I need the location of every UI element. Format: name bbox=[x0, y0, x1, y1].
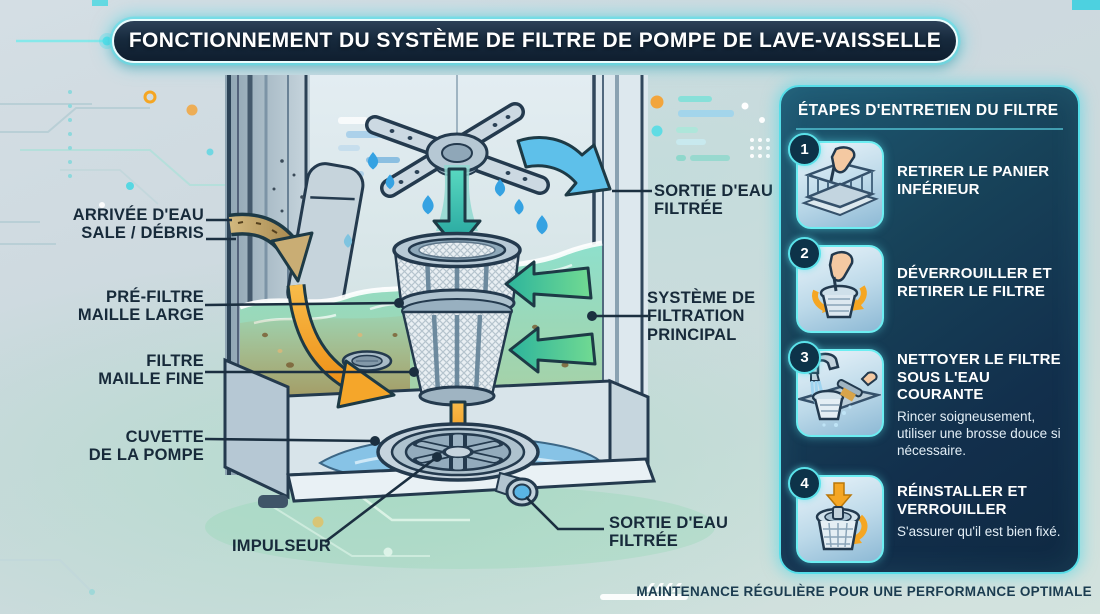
label-main-filtration: SYSTÈME DE FILTRATION PRINCIPAL bbox=[647, 289, 756, 344]
footer-divider bbox=[600, 594, 688, 600]
step-title: DÉVERROUILLER ET RETIRER LE FILTRE bbox=[897, 265, 1052, 300]
footer-tagline: MAINTENANCE RÉGULIÈRE POUR UNE PERFORMAN… bbox=[636, 584, 1092, 599]
leader-lines bbox=[204, 189, 652, 544]
impeller-disc bbox=[412, 432, 504, 472]
step-title: RETIRER LE PANIER INFÉRIEUR bbox=[897, 163, 1050, 198]
label-impeller: IMPULSEUR bbox=[232, 537, 331, 555]
label-pre-filter: PRÉ-FILTRE MAILLE LARGE bbox=[77, 288, 204, 325]
label-fine-filter: FILTRE MAILLE FINE bbox=[98, 352, 204, 389]
dishwasher-cutaway-illustration bbox=[204, 75, 715, 569]
label-dirty-water-inlet: ARRIVÉE D'EAU SALE / DÉBRIS bbox=[72, 206, 204, 243]
hand-basket-icon bbox=[796, 141, 884, 229]
maintenance-steps-panel: ÉTAPES D'ENTRETIEN DU FILTRE 1 bbox=[779, 85, 1080, 574]
filter-basket-mesh bbox=[392, 231, 522, 407]
floor-glow bbox=[205, 485, 715, 569]
maintenance-step-2: 2 DÉVERROUILLER ET RE bbox=[788, 237, 1063, 333]
step-title: NETTOYER LE FILTRE SOUS L'EAU COURANTE bbox=[897, 351, 1061, 404]
drain-cover bbox=[341, 350, 393, 372]
blue-outlet-arrow bbox=[516, 136, 612, 197]
step-number-badge: 3 bbox=[788, 341, 821, 374]
interior-panel bbox=[286, 162, 365, 315]
maintenance-step-1: 1 RETIRER LE PANI bbox=[788, 133, 1063, 229]
label-pump-sump: CUVETTE DE LA POMPE bbox=[88, 428, 204, 465]
twist-unlock-filter-icon bbox=[796, 245, 884, 333]
label-filtered-outlet-top: SORTIE D'EAU FILTRÉE bbox=[654, 182, 774, 219]
step-number-badge: 2 bbox=[788, 237, 821, 270]
maintenance-step-3: 3 bbox=[788, 341, 1063, 459]
page-title: FONCTIONNEMENT DU SYSTÈME DE FILTRE DE P… bbox=[128, 29, 942, 52]
water-drops bbox=[343, 152, 548, 248]
outlet-pipe bbox=[494, 471, 539, 507]
step-subtitle: Rincer soigneusement, utiliser une bross… bbox=[897, 409, 1061, 458]
step-number-badge: 1 bbox=[788, 133, 821, 166]
step-subtitle: S'assurer qu'il est bien fixé. bbox=[897, 523, 1061, 539]
maintenance-step-4: 4 RÉINSTALLER ET VERR bbox=[788, 467, 1063, 564]
panel-title: ÉTAPES D'ENTRETIEN DU FILTRE bbox=[796, 100, 1063, 130]
label-filtered-outlet-bottom: SORTIE D'EAU FILTRÉE bbox=[609, 514, 729, 551]
spray-arm bbox=[365, 102, 550, 198]
green-inflow-arrows bbox=[504, 260, 597, 374]
step-title: RÉINSTALLER ET VERROUILLER bbox=[897, 483, 1028, 518]
title-banner: FONCTIONNEMENT DU SYSTÈME DE FILTRE DE P… bbox=[112, 19, 958, 63]
step-number-badge: 4 bbox=[788, 467, 821, 501]
dirty-water-arrow bbox=[228, 212, 314, 283]
